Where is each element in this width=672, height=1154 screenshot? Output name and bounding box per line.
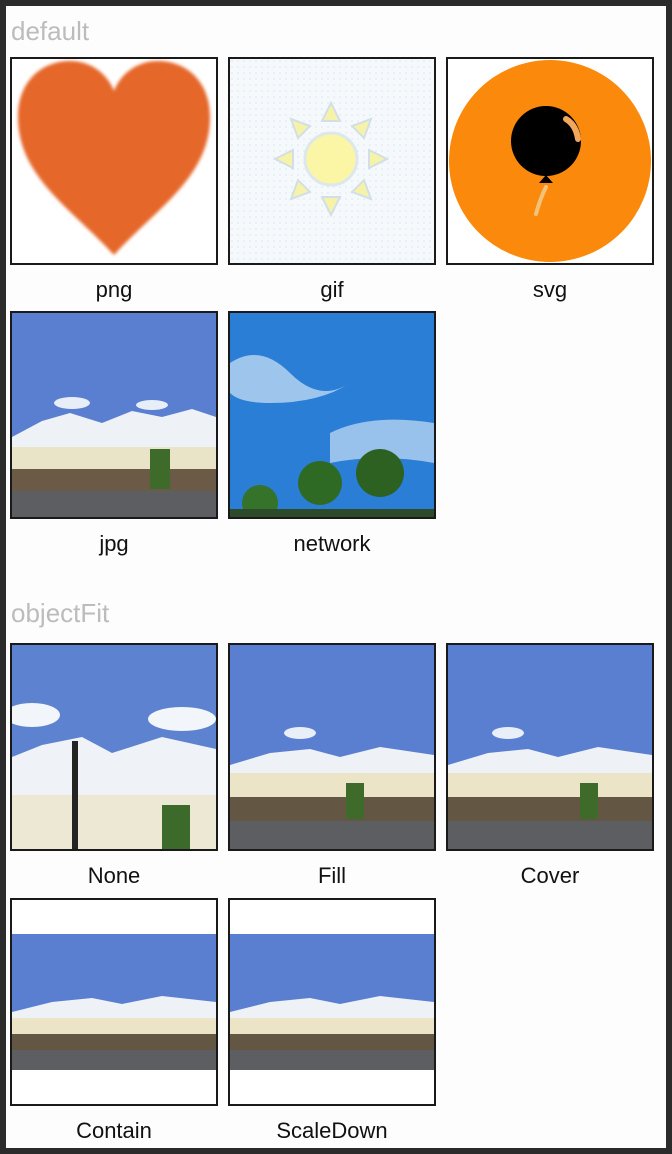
image-caption: gif xyxy=(320,277,344,302)
image-frame xyxy=(446,57,654,265)
image-cell-none: None xyxy=(10,643,218,889)
heart-icon xyxy=(18,61,210,255)
image-frame xyxy=(10,898,218,1106)
image-cell-contain: Contain xyxy=(10,898,218,1144)
mountain-photo xyxy=(448,645,652,849)
image-caption: png xyxy=(95,277,133,302)
image-cell-gif: gif xyxy=(228,57,436,303)
image-frame xyxy=(228,311,436,519)
image-caption: Contain xyxy=(76,1118,152,1143)
image-caption: jpg xyxy=(99,531,129,556)
image-cell-jpg: jpg xyxy=(10,311,218,557)
image-cell-network: network xyxy=(228,311,436,557)
image-cell-png: png xyxy=(10,57,218,303)
image-cell-svg: svg xyxy=(446,57,654,303)
image-cell-cover: Cover xyxy=(446,643,654,889)
screen: default png xyxy=(6,6,666,1148)
section-title-default: default xyxy=(11,16,90,46)
section-title-objectfit: objectFit xyxy=(11,598,110,628)
image-cell-fill: Fill xyxy=(228,643,436,889)
image-cell-scaledown: ScaleDown xyxy=(228,898,436,1144)
sun-icon xyxy=(230,59,434,263)
image-caption: ScaleDown xyxy=(276,1118,388,1143)
mountain-photo xyxy=(12,313,216,517)
image-frame xyxy=(10,643,218,851)
mountain-photo xyxy=(230,645,434,849)
image-frame xyxy=(446,643,654,851)
image-caption: Fill xyxy=(317,863,347,888)
mountain-photo xyxy=(230,900,434,1104)
image-caption: svg xyxy=(532,277,568,302)
image-caption: Cover xyxy=(520,863,580,888)
image-frame xyxy=(10,311,218,519)
image-caption: network xyxy=(293,531,371,556)
image-frame xyxy=(228,643,436,851)
mountain-photo xyxy=(12,900,216,1104)
mountain-photo xyxy=(12,645,216,849)
image-caption: None xyxy=(87,863,141,888)
balloon-icon xyxy=(449,60,651,262)
image-frame xyxy=(228,898,436,1106)
image-frame xyxy=(10,57,218,265)
sky-photo xyxy=(230,313,434,517)
image-frame xyxy=(228,57,436,265)
